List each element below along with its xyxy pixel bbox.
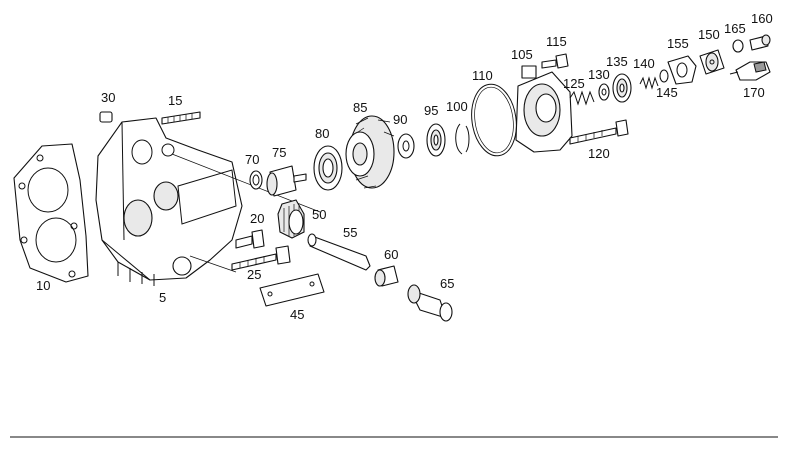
- spring-140: [639, 76, 659, 90]
- part-label-125: 125: [563, 76, 585, 91]
- part-label-150: 150: [698, 27, 720, 42]
- part-label-65: 65: [440, 276, 454, 291]
- part-label-25: 25: [247, 267, 261, 282]
- gear-50: [277, 199, 305, 239]
- part-label-60: 60: [384, 247, 398, 262]
- fitting-65: [407, 284, 453, 322]
- part-label-115: 115: [546, 34, 567, 49]
- part-label-75: 75: [272, 145, 286, 160]
- part-label-85: 85: [353, 100, 367, 115]
- bushing-60: [374, 265, 399, 287]
- gasket-155: [667, 55, 697, 85]
- snap-ring-100: [455, 123, 470, 155]
- sleeve-75: [266, 165, 307, 197]
- part-label-15: 15: [168, 93, 182, 108]
- part-label-70: 70: [245, 152, 259, 167]
- spring-125: [569, 90, 595, 106]
- washer-130: [598, 83, 610, 101]
- part-label-130: 130: [588, 67, 610, 82]
- bolt-115: [541, 53, 569, 69]
- bolt-25: [231, 245, 291, 271]
- part-label-90: 90: [393, 112, 407, 127]
- shaft-55: [307, 233, 371, 271]
- bearing-80: [313, 145, 343, 191]
- housing-5: [95, 117, 321, 286]
- plug-30: [99, 111, 113, 123]
- part-label-10: 10: [36, 278, 50, 293]
- washer-90: [397, 133, 415, 159]
- part-label-135: 135: [606, 54, 628, 69]
- part-label-170: 170: [743, 85, 765, 100]
- bearing-95: [426, 123, 446, 157]
- screw-160: [749, 34, 771, 51]
- washer-165: [732, 39, 744, 53]
- bolt-120: [569, 119, 629, 145]
- part-label-100: 100: [446, 99, 468, 114]
- part-label-30: 30: [101, 90, 115, 105]
- part-label-110: 110: [472, 68, 493, 83]
- washer-145: [659, 69, 669, 83]
- part-label-50: 50: [312, 207, 326, 222]
- stud-15: [161, 111, 201, 125]
- bolt-20: [235, 229, 265, 249]
- bearing-135: [612, 73, 632, 103]
- o-ring-110: [471, 83, 517, 157]
- part-label-20: 20: [250, 211, 264, 226]
- ring-70: [249, 170, 263, 190]
- part-label-140: 140: [633, 56, 655, 71]
- part-label-145: 145: [656, 85, 678, 100]
- part-label-5: 5: [159, 290, 166, 305]
- part-label-55: 55: [343, 225, 357, 240]
- gear-85: [345, 115, 395, 189]
- part-label-80: 80: [315, 126, 329, 141]
- sensor-170: [729, 61, 771, 81]
- part-label-160: 160: [751, 11, 773, 26]
- part-label-155: 155: [667, 36, 689, 51]
- part-label-105: 105: [511, 47, 533, 62]
- housing-150: [699, 49, 725, 75]
- part-label-165: 165: [724, 21, 746, 36]
- gasket-10: [13, 143, 89, 283]
- part-label-45: 45: [290, 307, 304, 322]
- plate-45: [259, 273, 325, 307]
- part-label-120: 120: [588, 146, 610, 161]
- part-label-95: 95: [424, 103, 438, 118]
- cover-105: [515, 65, 573, 153]
